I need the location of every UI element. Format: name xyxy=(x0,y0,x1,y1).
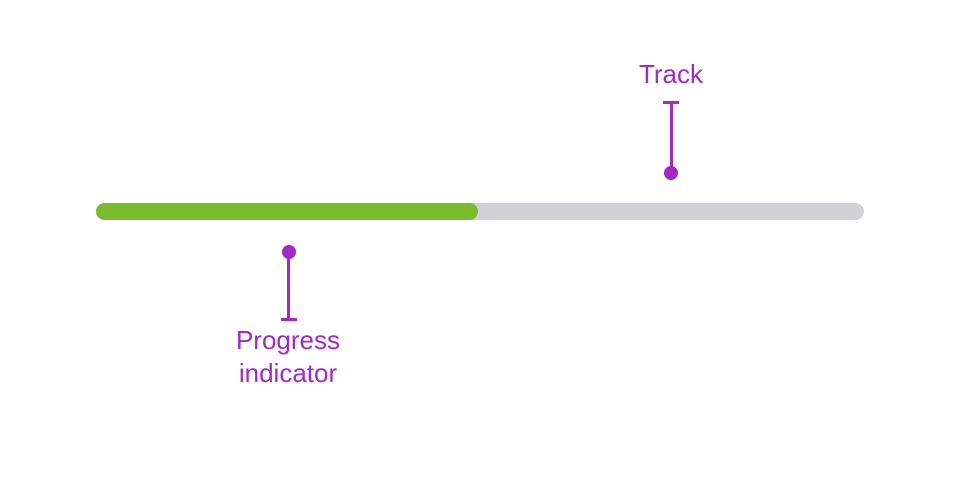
progress-track xyxy=(96,203,864,220)
progress-indicator-pin-crossbar xyxy=(281,318,297,321)
track-pin-crossbar xyxy=(663,101,679,104)
progress-indicator-pin-line xyxy=(287,257,290,319)
track-pin-line xyxy=(670,103,673,168)
progress-indicator-label: Progress indicator xyxy=(235,325,341,388)
track-label: Track xyxy=(638,59,704,89)
track-pin-dot xyxy=(664,166,678,180)
progress-indicator-pin-dot xyxy=(282,245,296,259)
progress-indicator-fill xyxy=(96,203,478,220)
